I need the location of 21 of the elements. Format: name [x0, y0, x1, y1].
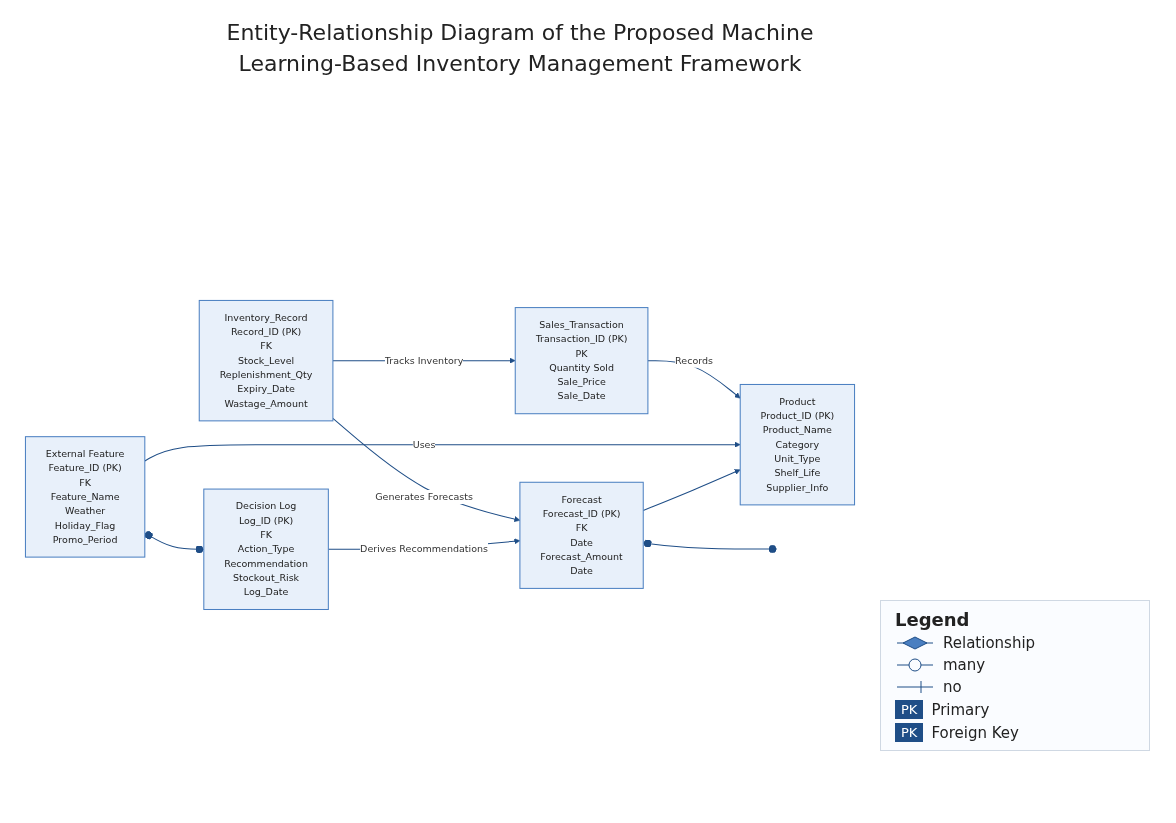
edge-label: Records: [675, 354, 713, 366]
node-box: Sales_Transaction Transaction_ID (PK) PK Quantity Sold Sale_Price Sale_Date: [514, 307, 649, 415]
diagram-title: Entity-Relationship Diagram of the Proposed Machine Learning-Based Inventory Management Framework: [225, 19, 815, 78]
arrow: [144, 441, 741, 462]
legend-text: Primary: [931, 700, 990, 719]
node-box: External Feature Feature_ID (PK) FK Feature_Name Weather Holiday_Flag Promo_Period: [24, 436, 146, 558]
key-badge: PK: [895, 700, 924, 719]
node-box: Decision Log Log_ID (PK) FK Action_Type Recommendation Stockout_Risk Log_Date: [203, 488, 329, 611]
legend-text: no: [943, 678, 962, 696]
legend-text: Relationship: [943, 634, 1036, 652]
edge-label: Tracks Inventory: [384, 354, 464, 366]
node-box: Product Product_ID (PK) Product_Name Category Unit_Type Shelf_Life Supplier_Info: [739, 384, 856, 506]
node-box: Forecast Forecast_ID (PK) FK Date Forecast_Amount Date: [519, 481, 644, 589]
edge-label: Uses: [412, 438, 436, 450]
legend-text: many: [943, 656, 986, 674]
edge-label: Generates Forecasts: [375, 491, 473, 503]
legend-text: Foreign Key: [931, 723, 1019, 742]
legend-title: Legend: [895, 609, 971, 630]
edge-label: Derives Recommendations: [360, 543, 489, 555]
node-box: Inventory_Record Record_ID (PK) FK Stock_Level Replenishment_Qty Expiry_Date Wastage_Amount: [198, 299, 334, 422]
key-badge: PK: [895, 723, 924, 742]
